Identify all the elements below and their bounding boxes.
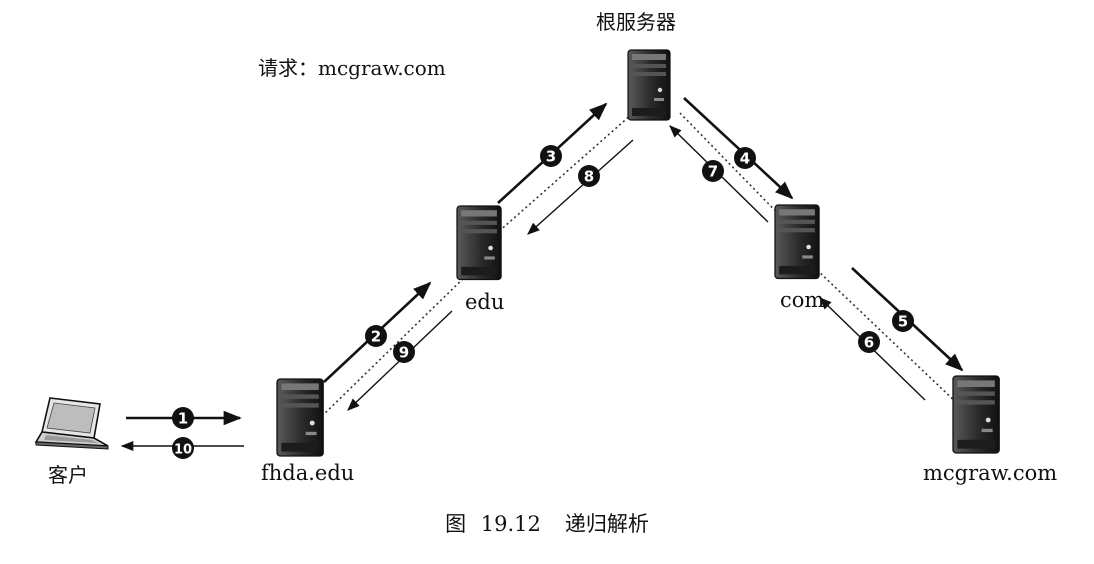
link-com-mcgraw (816, 269, 961, 407)
step-badge-5-label: 5 (898, 313, 908, 331)
server-icon-com (774, 204, 820, 280)
link-fhda-edu (321, 270, 472, 417)
laptop-icon (34, 397, 109, 450)
response-arrows (120, 125, 926, 452)
step-badge-7-label: 7 (708, 163, 718, 181)
caption-title: 递归解析 (564, 512, 649, 536)
caption-prefix: 图 (445, 512, 467, 536)
request-prefix: 请求： (258, 56, 318, 80)
server-icon-edu (456, 205, 502, 281)
step-badge-5: 5 (892, 310, 914, 332)
step-badge-3-label: 3 (546, 148, 556, 166)
step-badge-2: 2 (365, 325, 387, 347)
step-badge-9-label: 9 (399, 344, 409, 362)
request-label: 请求：mcgraw.com (258, 58, 446, 78)
step-badge-6: 6 (858, 331, 880, 353)
request-domain: mcgraw.com (318, 56, 446, 80)
step-badge-1-label: 1 (178, 410, 188, 428)
server-icon-fhda (276, 378, 324, 457)
step-badge-2-label: 2 (371, 328, 381, 346)
com-server-label: com (780, 288, 825, 312)
root-server-label: 根服务器 (596, 10, 676, 34)
client-label: 客户 (48, 463, 88, 487)
figure-caption: 图 19.12 递归解析 (0, 508, 1094, 538)
edu-server-label: edu (465, 290, 505, 314)
link-edu-root (487, 106, 641, 242)
step-badge-8: 8 (578, 165, 600, 187)
step-badge-4-label: 4 (740, 150, 750, 168)
caption-number: 19.12 (480, 512, 541, 536)
arrow-step-4 (683, 97, 794, 200)
step-badge-3: 3 (540, 145, 562, 167)
request-arrows (126, 97, 964, 426)
step-badge-6-label: 6 (864, 334, 874, 352)
step-badge-8-label: 8 (584, 168, 594, 186)
step-badges: 1 10 2 9 3 8 4 7 (172, 145, 914, 459)
step-badge-10: 10 (172, 437, 194, 459)
server-icon-mcgraw (952, 375, 1000, 454)
mcgraw-server-label: mcgraw.com (923, 461, 1058, 485)
server-icon-root (627, 49, 671, 121)
step-badge-10-label: 10 (174, 443, 192, 458)
step-badge-9: 9 (393, 341, 415, 363)
fhda-server-label: fhda.edu (261, 461, 355, 485)
arrow-step-8 (527, 139, 634, 235)
network-links (321, 106, 961, 417)
step-badge-4: 4 (734, 147, 756, 169)
step-badge-7: 7 (702, 160, 724, 182)
step-badge-1: 1 (172, 407, 194, 429)
